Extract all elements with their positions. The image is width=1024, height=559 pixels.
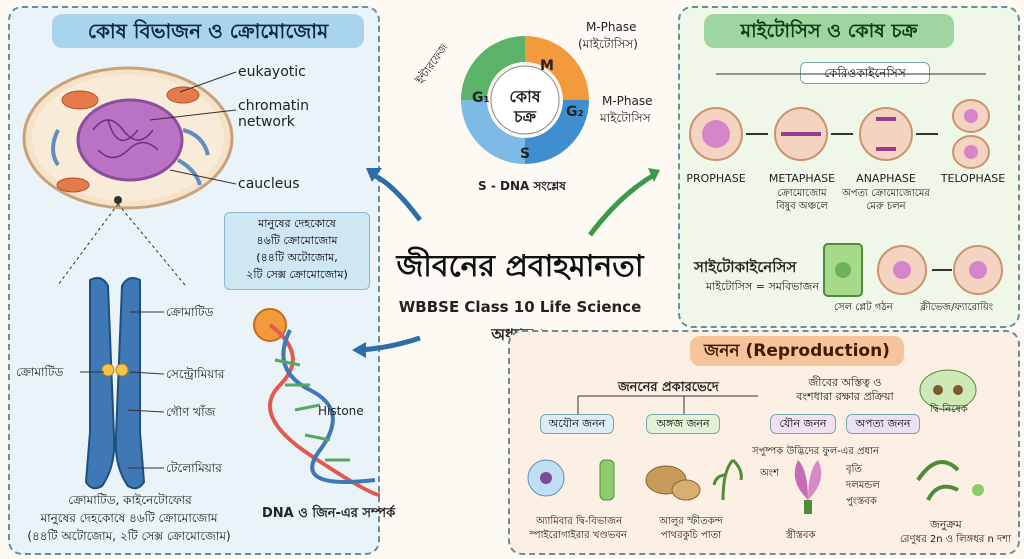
human-box-line-1: মানুষের দেহকোষে xyxy=(258,217,336,230)
cell-label-lines xyxy=(57,71,237,286)
fertilization-label: দ্বি-নিষেক xyxy=(930,404,968,415)
cycle-mphase-top-2: (মাইটোসিস) xyxy=(578,37,638,51)
dna-helix-illustration xyxy=(253,308,381,497)
amoeba-caption-1: অ্যামিবার দ্বি-বিভাজন xyxy=(535,516,623,527)
secondary-constriction-label: গৌণ খাঁজ xyxy=(166,405,216,419)
cycle-center-2: চক্র xyxy=(513,107,536,126)
cytokinesis-label: সাইটোকাইনেসিস xyxy=(694,258,797,276)
centromere-label: সেন্ট্রোমিয়ার xyxy=(166,367,225,381)
mitosis-panel-title: মাইটোসিস ও কোষ চক্র xyxy=(704,14,954,48)
cycle-m: M xyxy=(540,58,554,74)
main-subtitle: WBBSE Class 10 Life Science xyxy=(398,298,642,316)
alternation-desc: রেণুধর 2n ও লিঙ্গধর n দশা xyxy=(900,534,1012,545)
human-chromosome-box: মানুষের দেহকোষে ৪৬টি ক্রোমোজোম (৪৪টি অটো… xyxy=(224,212,370,290)
label-network: network xyxy=(238,114,295,130)
stage-metaphase-desc-1: ক্রোমোজোম xyxy=(777,188,827,199)
mitosis-stage-cells xyxy=(689,73,990,169)
label-chromatin: chromatin xyxy=(238,98,310,114)
offspring-box: অপত্য জনন xyxy=(846,414,920,434)
label-eukayotic: eukayotic xyxy=(238,64,306,80)
repro-existence-1: জীবের অস্তিত্ব ও xyxy=(808,376,882,389)
potato-caption-1: আলুর স্ফীতকন্দ xyxy=(659,516,723,527)
cell-cycle-diagram xyxy=(461,36,589,164)
androecium-label: পুংস্তবক xyxy=(846,496,877,507)
cycle-g2: G₂ xyxy=(566,104,584,120)
stage-metaphase: METAPHASE xyxy=(768,172,836,185)
stage-anaphase: ANAPHASE xyxy=(856,172,916,185)
human-box-line-4: ২টি সেক্স ক্রোমোজোম) xyxy=(246,268,348,281)
label-caucleus: caucleus xyxy=(238,176,300,192)
calyx-label: বৃতি xyxy=(846,464,862,475)
reproduction-panel-title: জনন (Reproduction) xyxy=(690,336,904,366)
chromosome-caption-1: ক্রোমাটিড, কাইনেটোফোর xyxy=(68,493,192,507)
chromosome-caption-3: (৪৪টি অটোজোম, ২টি সেক্স ক্রোমোজোম) xyxy=(27,529,231,543)
sexual-box: যৌন জনন xyxy=(770,414,836,434)
cell-plate-label: সেল প্লেট গঠন xyxy=(834,302,893,313)
cycle-s: S xyxy=(520,146,531,162)
cycle-center-1: কোষ xyxy=(509,87,541,106)
cell-panel-title: কোষ বিভাজন ও ক্রোমোজোম xyxy=(52,14,364,48)
dna-caption: DNA ও জিন-এর সম্পর্ক xyxy=(262,506,396,521)
stage-prophase: PROPHASE xyxy=(686,172,746,185)
stage-anaphase-desc-1: অপত্য ক্রোমোজোমের xyxy=(842,188,930,199)
histone-label: Histone xyxy=(318,404,364,418)
cycle-g1: G₁ xyxy=(472,90,490,106)
mitosis-equation: মাইটোসিস = সমবিভাজন xyxy=(706,280,819,293)
animal-cell-illustration xyxy=(22,66,234,210)
repro-types-label: জননের প্রকারভেদে xyxy=(618,380,719,395)
chromatid-label-left: ক্রোমাটিড xyxy=(16,365,64,379)
main-title: জীবনের প্রবাহমানতা xyxy=(396,249,644,284)
chromosome-lines xyxy=(80,311,165,469)
human-box-line-3: (৪৪টি অটোজোম, xyxy=(256,251,338,264)
telomere-label: টেলোমিয়ার xyxy=(166,461,222,475)
chromosome-caption-2: মানুষের দেহকোষে ৪৬টি ক্রোমোজোম xyxy=(40,511,218,525)
cycle-mphase-right-2: মাইটোসিস xyxy=(600,111,651,125)
alternation-label: জনুক্রম xyxy=(930,518,962,531)
amoeba-caption-2: স্পাইরোগাইরার খণ্ডভবন xyxy=(529,530,627,541)
asexual-box: অযৌন জনন xyxy=(540,414,614,434)
karyokinesis-label: কেরিওকাইনেসিস xyxy=(800,62,930,84)
stage-telophase: TELOPHASE xyxy=(940,172,1006,185)
cycle-mphase-right-1: M-Phase xyxy=(602,94,653,108)
gynoecium-label: স্ত্রীস্তবক xyxy=(786,530,816,541)
chromatid-label-right: ক্রোমাটিড xyxy=(166,305,214,319)
corolla-label: দলমন্ডল xyxy=(846,480,880,491)
potato-caption-2: পাথরকুচি পাতা xyxy=(660,530,722,541)
cycle-s-label: S - DNA সংশ্লেষ xyxy=(478,179,566,193)
furrow-label: ক্লীভেজ/ফ্যারোয়িং xyxy=(920,302,994,313)
vegetative-box: অঙ্গজ জনন xyxy=(646,414,720,434)
reproduction-panel xyxy=(508,330,1020,555)
repro-illustrations xyxy=(527,369,984,514)
flower-main-caption: সপুষ্পক উদ্ভিদের ফুল-এর প্রধান xyxy=(752,446,880,457)
cytokinesis-cells xyxy=(823,243,1003,297)
human-box-line-2: ৪৬টি ক্রোমোজোম xyxy=(256,234,338,247)
repro-existence-2: বংশধারা রক্ষার প্রক্রিয়া xyxy=(796,390,894,403)
chromosome-illustration xyxy=(84,277,146,490)
flower-part-caption: অংশ xyxy=(760,468,779,479)
cycle-mphase-top-1: M-Phase xyxy=(586,20,637,34)
stage-anaphase-desc-2: মেরু চলন xyxy=(866,201,906,212)
stage-metaphase-desc-2: বিষুব অঞ্চলে xyxy=(776,201,828,212)
